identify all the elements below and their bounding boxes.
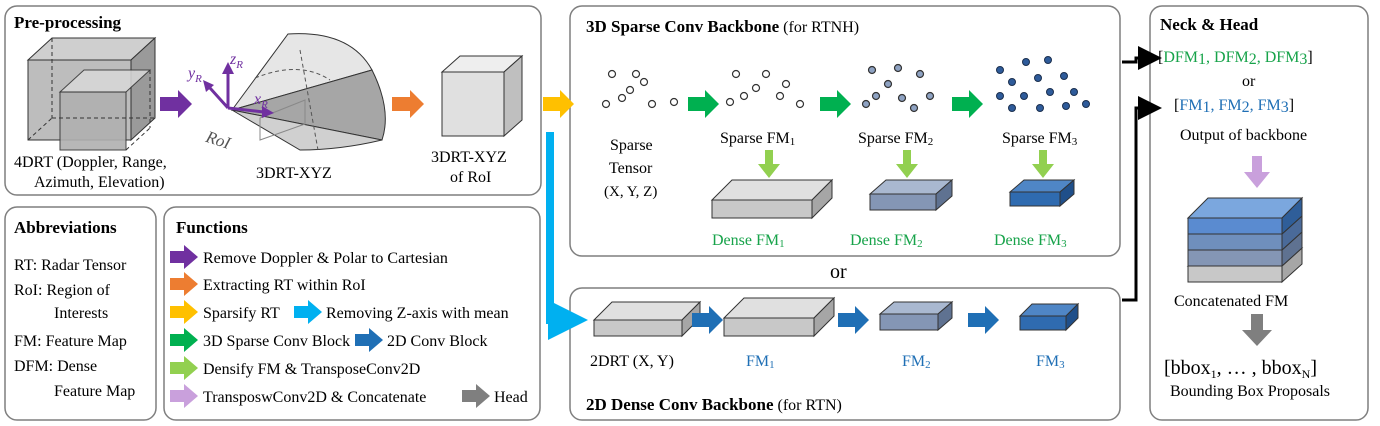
dense-fm2-label: Dense FM2 <box>850 232 923 250</box>
dense-fm1-label: Dense FM1 <box>712 232 785 250</box>
legend-purple-arrow-icon <box>170 245 198 269</box>
axis-z-label: zR <box>229 51 243 71</box>
fn-extracting-rt: Extracting RT within RoI <box>203 277 366 294</box>
axis-x-label: xR <box>253 91 268 111</box>
dense-backbone-title: 2D Dense Conv Backbone (for RTN) <box>586 395 842 414</box>
bounding-box-proposals-label: Bounding Box Proposals <box>1170 383 1330 400</box>
gray-down-arrow-icon <box>1242 314 1272 346</box>
neck-or-label: or <box>1242 73 1256 90</box>
blue-arrow-1-icon <box>692 306 723 334</box>
bbox-list-label: [bbox1, … , bboxN] <box>1164 357 1317 381</box>
roi-cube-label-line1: 3DRT-XYZ <box>431 149 507 166</box>
sparse-to-head-arrow <box>1122 46 1162 70</box>
sparse-fm3-points-icon <box>996 56 1090 112</box>
abbr-line-rt: RT: Radar Tensor <box>14 257 127 274</box>
fn-densify-fm: Densify FM & TransposeConv2D <box>203 361 420 378</box>
abbr-line-roi: RoI: Region of <box>14 282 111 299</box>
fn-transpose-concat: TransposwConv2D & Concatenate <box>203 389 426 406</box>
dense-to-head-arrow <box>1122 96 1162 302</box>
dense-fm1-slab-icon <box>710 178 834 220</box>
green-arrow-1-icon <box>688 90 719 118</box>
sparse-fm1-label: Sparse FM1 <box>720 130 795 148</box>
sparse-tensor-label-line2: Tensor <box>609 160 653 177</box>
orange-arrow-icon <box>392 90 424 118</box>
coordinate-axes-icon <box>203 62 274 118</box>
lavender-down-arrow-icon <box>1244 156 1270 188</box>
fm3-label: FM3 <box>1036 353 1065 371</box>
dense-fm3-slab-icon <box>1008 178 1076 208</box>
2drt-label: 2DRT (X, Y) <box>590 353 674 370</box>
abbreviations-title: Abbreviations <box>14 218 117 237</box>
2drt-slab-icon <box>592 300 702 338</box>
fm-list-label: [FM1, FM2, FM3] <box>1174 97 1294 116</box>
abbr-line-dfm-cont: Feature Map <box>54 383 135 400</box>
yellow-arrow-icon <box>543 90 574 118</box>
green-arrow-3-icon <box>952 90 983 118</box>
concatenated-fm-label: Concatenated FM <box>1174 293 1288 310</box>
sparse-backbone-panel <box>569 5 1121 257</box>
dense-fm3-label: Dense FM3 <box>994 232 1067 250</box>
sparse-tensor-points-icon <box>601 69 679 109</box>
4drt-label-line1: 4DRT (Doppler, Range, <box>14 154 167 171</box>
fm1-label: FM1 <box>746 353 775 371</box>
fm1-slab-icon <box>722 296 836 338</box>
fn-remove-doppler: Remove Doppler & Polar to Cartesian <box>203 250 448 267</box>
sparse-fm2-label: Sparse FM2 <box>858 130 933 148</box>
preprocessing-title: Pre-processing <box>14 13 122 32</box>
abbr-line-roi-cont: Interests <box>54 305 108 322</box>
sparse-tensor-label-line1: Sparse <box>610 137 653 154</box>
lightgreen-down-arrow-1-icon <box>758 150 780 178</box>
concatenated-fm-stack-icon <box>1186 196 1304 284</box>
fm2-slab-icon <box>878 300 954 332</box>
functions-panel <box>163 206 541 421</box>
legend-blue-arrow-icon <box>355 328 383 352</box>
dense-fm2-slab-icon <box>868 178 954 212</box>
sparse-fm1-points-icon <box>725 69 805 109</box>
neck-head-title: Neck & Head <box>1160 15 1259 34</box>
cyan-arrow-path <box>546 132 588 340</box>
3drt-fan-icon <box>230 33 386 151</box>
fn-head: Head <box>494 389 528 406</box>
legend-green-arrow-icon <box>170 328 198 352</box>
lightgreen-down-arrow-3-icon <box>1032 150 1054 178</box>
fn-removing-z-axis: Removing Z-axis with mean <box>326 305 509 322</box>
legend-cyan-arrow-icon <box>294 300 322 324</box>
roi-cube-icon <box>440 54 524 138</box>
blue-arrow-3-icon <box>968 306 999 334</box>
legend-gray-arrow-icon <box>462 384 490 408</box>
purple-arrow-icon <box>160 90 192 118</box>
or-label: or <box>830 261 847 283</box>
abbr-line-dfm: DFM: Dense <box>14 358 97 375</box>
fn-sparsify-rt: Sparsify RT <box>203 305 280 322</box>
lightgreen-down-arrow-2-icon <box>896 150 918 178</box>
sparse-tensor-label-line3: (X, Y, Z) <box>604 184 657 200</box>
4drt-cube-icon <box>26 36 157 151</box>
sparse-backbone-title: 3D Sparse Conv Backbone (for RTNH) <box>586 17 859 36</box>
sparse-fm2-points-icon <box>861 63 935 113</box>
abbr-line-fm: FM: Feature Map <box>14 333 127 350</box>
blue-arrow-2-icon <box>838 306 869 334</box>
dfm-list-label: [DFM1, DFM2, DFM3] <box>1158 49 1313 68</box>
sparse-fm3-label: Sparse FM3 <box>1002 130 1078 148</box>
legend-lightgreen-arrow-icon <box>170 356 198 380</box>
fn-3d-sparse-conv: 3D Sparse Conv Block <box>203 333 350 350</box>
legend-yellow-arrow-icon <box>170 300 198 324</box>
fm3-slab-icon <box>1018 302 1080 332</box>
output-of-backbone-label: Output of backbone <box>1180 127 1307 144</box>
axis-y-label: yR <box>186 65 202 85</box>
functions-title: Functions <box>176 218 248 237</box>
roi-cube-label-line2: of RoI <box>450 169 491 186</box>
legend-lavender-arrow-icon <box>170 384 198 408</box>
3drt-label: 3DRT-XYZ <box>256 165 332 182</box>
abbreviations-panel <box>4 206 157 421</box>
4drt-label-line2: Azimuth, Elevation) <box>34 174 165 191</box>
fn-2d-conv: 2D Conv Block <box>387 333 487 350</box>
legend-orange-arrow-icon <box>170 272 198 296</box>
fm2-label: FM2 <box>902 353 931 371</box>
green-arrow-2-icon <box>820 90 851 118</box>
